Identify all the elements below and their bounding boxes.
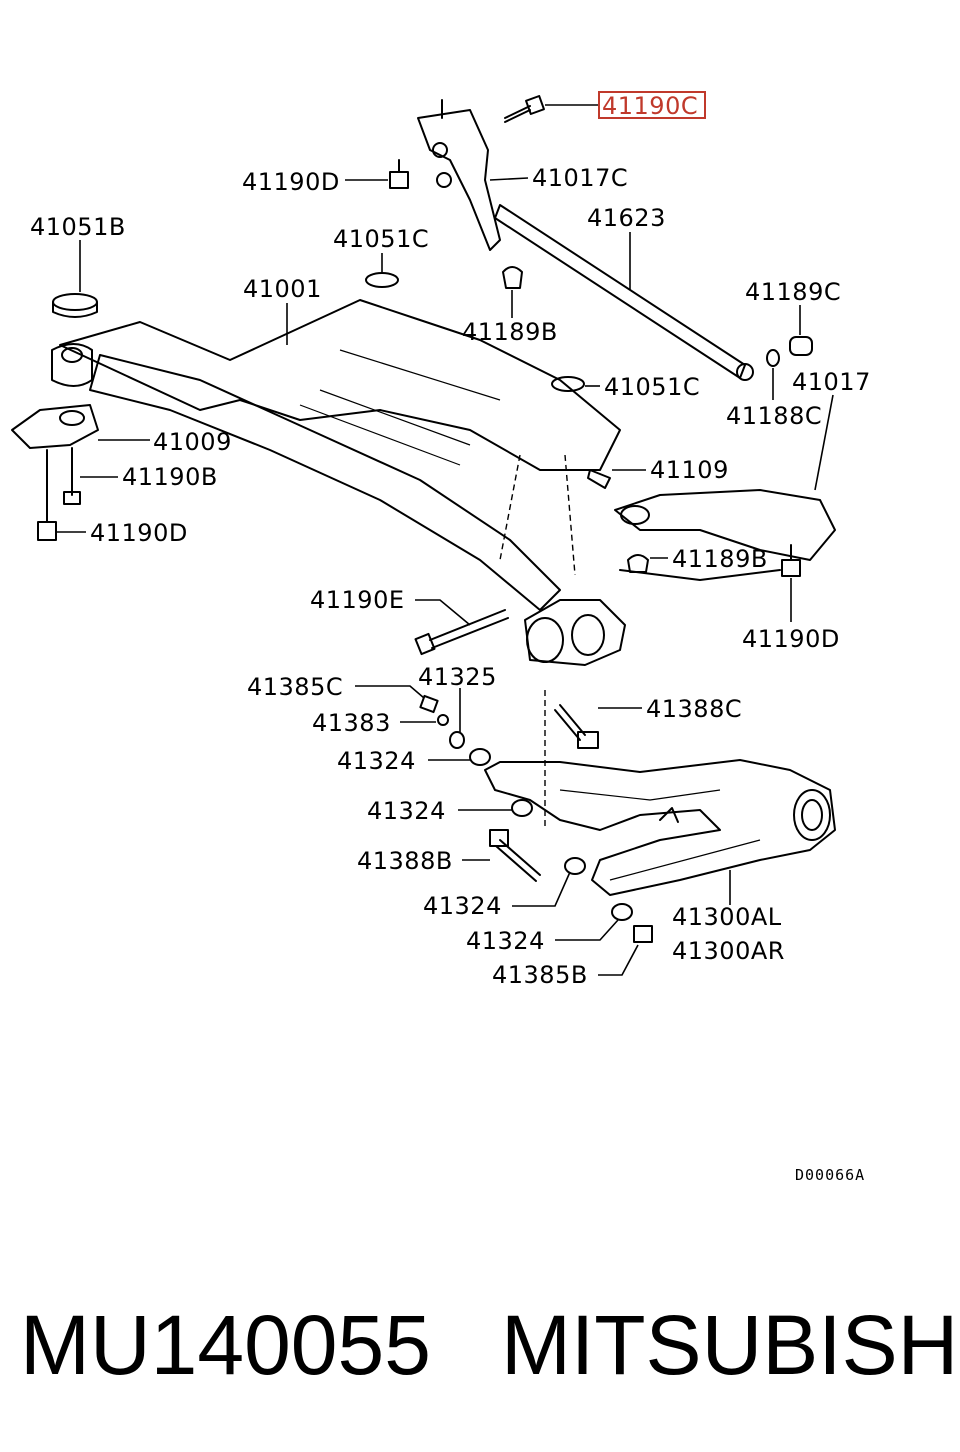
label-41300AL[interactable]: 41300AL — [672, 903, 782, 931]
part-labels: 41190C 41190D 41017C 41051B 41623 41051C… — [30, 92, 871, 989]
label-41189B-top[interactable]: 41189B — [462, 318, 558, 346]
label-41324-c[interactable]: 41324 — [423, 892, 502, 920]
label-41009[interactable]: 41009 — [153, 428, 232, 456]
label-41017C[interactable]: 41017C — [532, 164, 628, 192]
label-41190D-top[interactable]: 41190D — [242, 168, 340, 196]
leader-lines — [56, 104, 834, 976]
label-41051B[interactable]: 41051B — [30, 213, 126, 241]
label-41190B[interactable]: 41190B — [122, 463, 218, 491]
label-41623[interactable]: 41623 — [587, 204, 666, 232]
label-41325[interactable]: 41325 — [418, 663, 497, 691]
label-41383[interactable]: 41383 — [312, 709, 391, 737]
label-41324-a[interactable]: 41324 — [337, 747, 416, 775]
label-41385B[interactable]: 41385B — [492, 961, 588, 989]
label-41388C[interactable]: 41388C — [646, 695, 742, 723]
label-41300AR[interactable]: 41300AR — [672, 937, 785, 965]
label-41324-b[interactable]: 41324 — [367, 797, 446, 825]
label-41017[interactable]: 41017 — [792, 368, 871, 396]
label-41385C[interactable]: 41385C — [247, 673, 343, 701]
part-number: MU140055 — [20, 1298, 431, 1392]
label-41109[interactable]: 41109 — [650, 456, 729, 484]
label-41388B[interactable]: 41388B — [357, 847, 453, 875]
label-41189C[interactable]: 41189C — [745, 278, 841, 306]
brand-name: MITSUBISHI — [500, 1298, 960, 1392]
label-41001[interactable]: 41001 — [243, 275, 322, 303]
label-41190E[interactable]: 41190E — [310, 586, 405, 614]
label-41189B-mid[interactable]: 41189B — [672, 545, 768, 573]
highlight-box — [598, 91, 706, 119]
label-41190D-right[interactable]: 41190D — [742, 625, 840, 653]
product-caption: MU140055 MITSUBISHI — [20, 1290, 960, 1400]
label-41190C[interactable]: 41190C — [602, 92, 698, 120]
crossmember-drawing — [11, 95, 836, 943]
label-41051C-top[interactable]: 41051C — [333, 225, 429, 253]
diagram-code: D00066A — [795, 1166, 865, 1184]
label-41188C[interactable]: 41188C — [726, 402, 822, 430]
label-41190D-left[interactable]: 41190D — [90, 519, 188, 547]
label-41324-d[interactable]: 41324 — [466, 927, 545, 955]
label-41051C-mid[interactable]: 41051C — [604, 373, 700, 401]
